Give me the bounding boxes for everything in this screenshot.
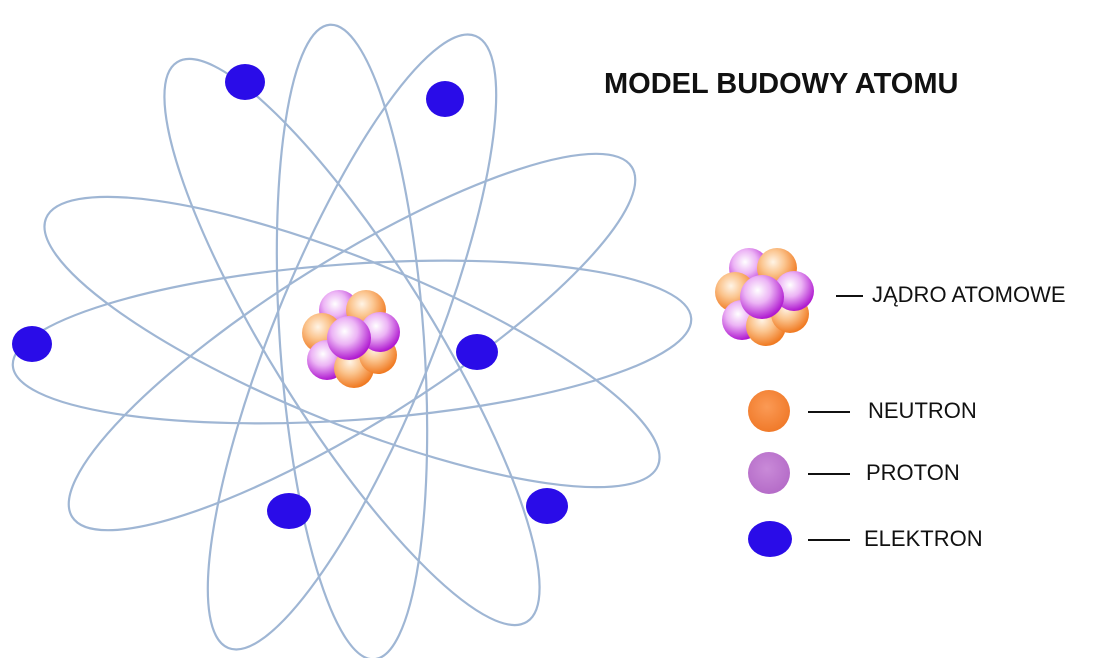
orbits — [11, 23, 693, 658]
legend-proton-dash — [808, 473, 850, 475]
electron — [456, 334, 498, 370]
nucleus — [302, 290, 400, 388]
proton — [740, 275, 784, 319]
legend-proton-swatch — [748, 452, 790, 494]
electron — [426, 81, 464, 117]
diagram-title: MODEL BUDOWY ATOMU — [604, 68, 959, 100]
orbit-ellipse — [11, 259, 693, 425]
electron — [526, 488, 568, 524]
legend-electron-label: ELEKTRON — [864, 526, 983, 551]
orbit-ellipse — [67, 152, 637, 532]
electron — [12, 326, 52, 362]
electron — [267, 493, 311, 529]
legend-nucleus-dash — [836, 295, 863, 297]
electron — [225, 64, 265, 100]
legend-electron-swatch — [748, 521, 792, 557]
electrons — [12, 64, 568, 529]
legend-nucleus-icon — [715, 248, 814, 346]
legend-proton-label: PROTON — [866, 460, 960, 485]
proton — [774, 271, 814, 311]
orbit-ellipse — [275, 23, 429, 658]
orbit-ellipse — [43, 195, 661, 489]
legend-nucleus-label: JĄDRO ATOMOWE — [872, 282, 1066, 307]
legend-neutron-swatch — [748, 390, 790, 432]
legend-electron-dash — [808, 539, 850, 541]
legend-neutron-label: NEUTRON — [868, 398, 977, 423]
proton — [327, 316, 371, 360]
legend-neutron-dash — [808, 411, 850, 413]
